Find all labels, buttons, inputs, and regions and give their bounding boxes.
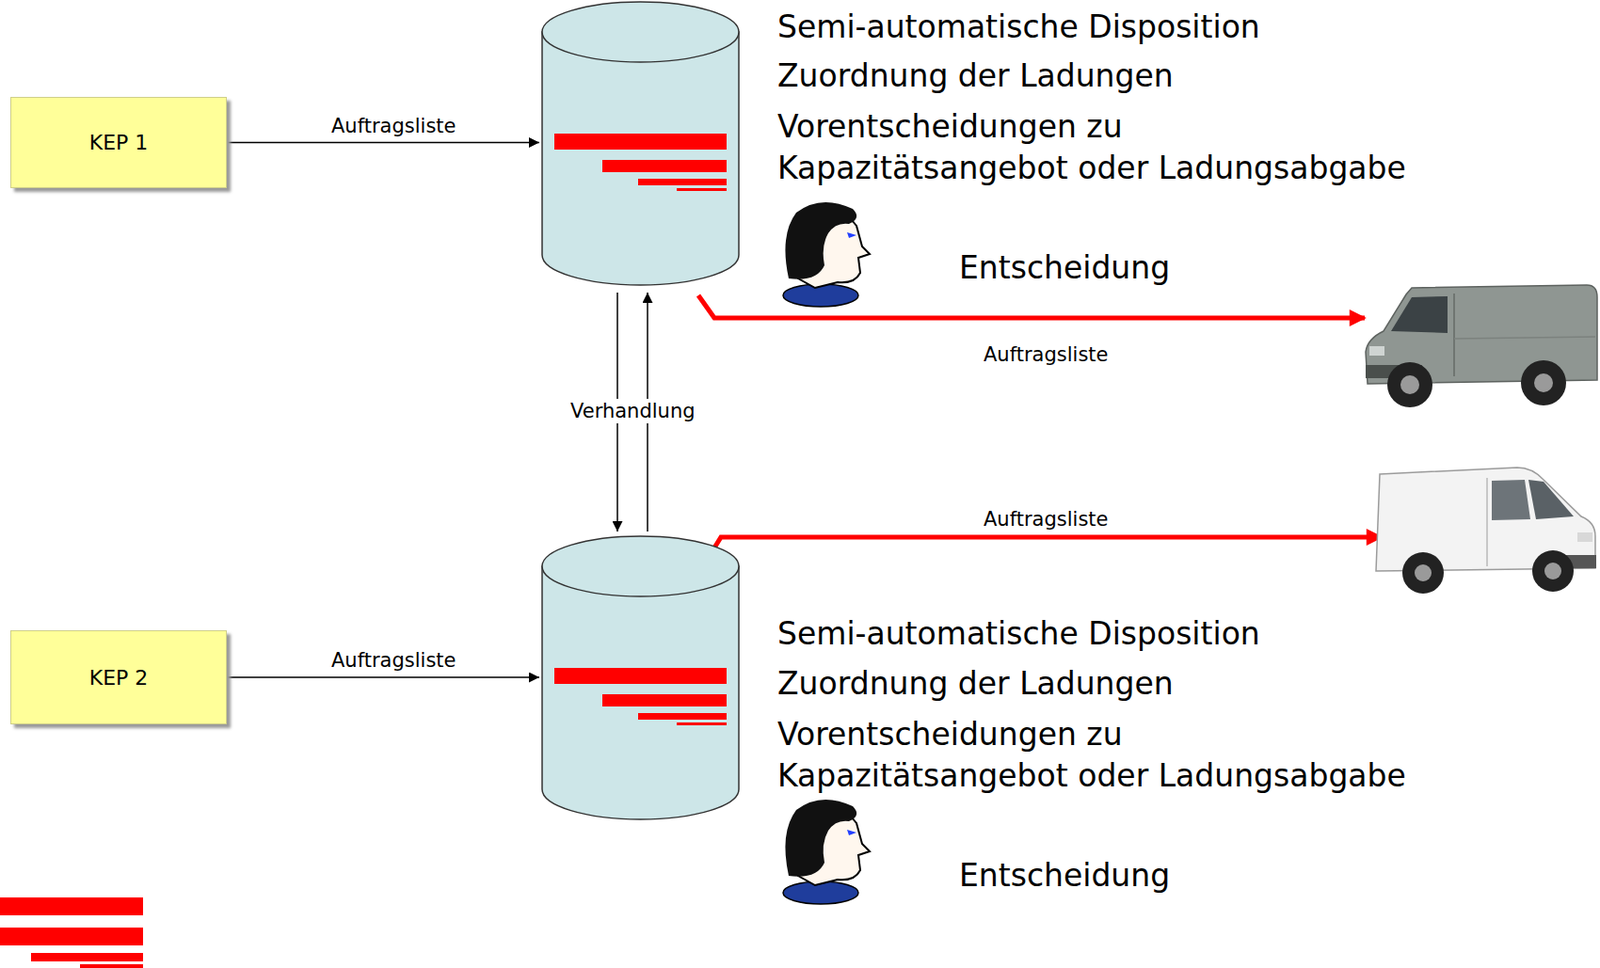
van-wheel <box>1532 550 1574 592</box>
van-panel-line <box>1486 478 1488 567</box>
box-label: KEP 2 <box>89 666 149 690</box>
record-bar <box>638 713 727 720</box>
van-headlight <box>1577 532 1593 543</box>
arrow-label: Auftragsliste <box>983 508 1108 531</box>
process-box: KEP 1 <box>10 96 227 189</box>
person-eye <box>847 830 857 836</box>
database-cylinder: Semi-automatische DispositionZuordnung d… <box>541 0 740 288</box>
process-description: Semi-automatische Disposition <box>777 6 1261 48</box>
cylinder-shape <box>541 535 740 822</box>
edge-label: Auftragsliste <box>327 113 460 139</box>
cylinder-top <box>542 1 739 63</box>
connector-arrow <box>226 142 540 144</box>
person-eye <box>847 232 857 239</box>
record-bar <box>638 178 727 186</box>
logo-bar <box>0 897 144 916</box>
van-grey <box>1365 285 1598 408</box>
dispatch-arrow <box>705 537 1382 562</box>
person-hair <box>784 800 857 878</box>
van-wheel <box>1387 362 1433 408</box>
van-side-window <box>1491 480 1531 521</box>
cylinder-shape <box>541 0 740 288</box>
van-hub <box>1414 564 1432 582</box>
person-shoulders <box>783 881 859 905</box>
record-bar <box>676 722 727 726</box>
van-panel-line <box>1453 293 1456 377</box>
cylinder-top <box>542 536 739 597</box>
person-shoulders <box>783 284 859 307</box>
process-description: Vorentscheidungen zu Kapazitätsangebot o… <box>777 106 1408 190</box>
cylinder-body <box>542 32 739 286</box>
cylinder-body <box>542 566 739 820</box>
van-wheel <box>1520 360 1567 406</box>
logo-bar <box>0 928 144 946</box>
logo-bar <box>80 964 144 968</box>
arrow-label: Auftragsliste <box>983 343 1108 367</box>
database-cylinder: Semi-automatische DispositionZuordnung d… <box>541 535 740 822</box>
process-box: KEP 2 <box>10 630 227 725</box>
person-icon <box>783 202 870 307</box>
logo <box>0 897 144 968</box>
record-bar <box>602 160 727 173</box>
van-windshield <box>1391 296 1448 334</box>
record-bar <box>602 694 727 707</box>
edge-label: Auftragsliste <box>327 648 460 673</box>
decision-label: Entscheidung <box>959 857 1170 895</box>
van-windshield <box>1528 480 1574 520</box>
process-description: Semi-automatische Disposition <box>777 613 1261 656</box>
person-icon <box>783 800 870 905</box>
process-description: Zuordnung der Ladungen <box>777 663 1174 705</box>
decision-label: Entscheidung <box>959 249 1170 287</box>
van-white <box>1376 467 1597 594</box>
record-bar <box>554 668 727 685</box>
box-label: KEP 1 <box>89 130 149 155</box>
edge-label: Verhandlung <box>566 399 700 424</box>
record-bar <box>676 188 727 192</box>
van-hub <box>1400 375 1420 395</box>
process-description: Vorentscheidungen zu Kapazitätsangebot o… <box>777 714 1408 798</box>
person-hair <box>784 202 857 280</box>
logo-bar <box>31 953 144 962</box>
van-wheel <box>1402 552 1444 594</box>
van-hub <box>1544 562 1562 580</box>
process-description: Zuordnung der Ladungen <box>777 55 1174 97</box>
van-hub <box>1534 373 1553 393</box>
van-panel-line <box>1454 336 1596 339</box>
van-headlight <box>1369 346 1385 356</box>
connector-arrow <box>226 676 540 679</box>
record-bar <box>554 133 727 150</box>
